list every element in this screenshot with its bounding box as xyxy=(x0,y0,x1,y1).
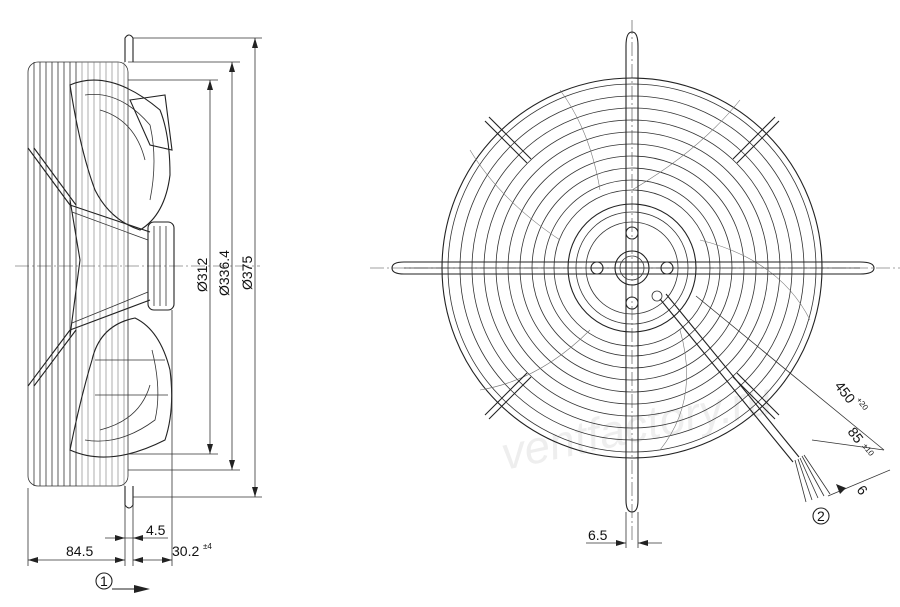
top-lug-side xyxy=(124,34,134,62)
dim-flange: 4.5 xyxy=(146,522,166,538)
bottom-lug-side xyxy=(124,486,134,509)
cable-gland xyxy=(651,290,663,302)
guard-grille-side xyxy=(27,61,129,487)
guard-spokes xyxy=(484,116,780,420)
crossbar-horizontal xyxy=(391,261,875,275)
bolt-dimension xyxy=(586,512,662,548)
dim-strip-length: 85 xyxy=(845,424,867,446)
dim-d375: Ø375 xyxy=(239,256,255,290)
dim-hub: 30.2 xyxy=(172,543,199,559)
bolt-top xyxy=(625,226,639,240)
dim-cable-length: 450 xyxy=(832,378,859,406)
airflow-marker-circle xyxy=(95,572,113,590)
dim-strip-length-tol: ±10 xyxy=(860,442,876,458)
dim-d336: Ø336.4 xyxy=(216,250,232,296)
cable-dimensions xyxy=(695,295,891,497)
motor-hub-side xyxy=(147,221,175,311)
blades-front xyxy=(469,89,811,451)
airflow-arrow-icon xyxy=(134,585,150,593)
blade-lower xyxy=(69,317,173,458)
dim-cable-length-tol: +20 xyxy=(854,396,870,413)
dim-d312: Ø312 xyxy=(194,258,210,292)
bolt-bottom xyxy=(625,296,639,310)
dim-depth: 84.5 xyxy=(66,543,93,559)
diameter-dimensions xyxy=(128,37,262,498)
motor-front xyxy=(567,203,697,333)
depth-dimensions xyxy=(27,310,173,566)
blade-upper xyxy=(69,79,171,231)
shaft-hub xyxy=(614,250,650,286)
blade-tip-upper xyxy=(129,94,173,151)
cable-marker-number: 2 xyxy=(817,508,825,524)
front-view: 450 +20 85 ±10 6 2 6.5 xyxy=(370,20,900,548)
dim-hub-tol: ±4 xyxy=(203,542,212,551)
crossbar-vertical xyxy=(625,31,639,513)
cable-marker-circle xyxy=(812,507,830,525)
watermark: ventfactory.ru xyxy=(496,372,776,480)
airflow-marker-number: 1 xyxy=(100,573,108,589)
bolt-left xyxy=(590,261,604,275)
bolt-right xyxy=(660,261,674,275)
side-view: Ø312 Ø336.4 Ø375 84.5 4.5 30.2 ±4 1 xyxy=(15,34,262,593)
cable xyxy=(659,293,831,503)
dim-bolt: 6.5 xyxy=(588,527,608,543)
